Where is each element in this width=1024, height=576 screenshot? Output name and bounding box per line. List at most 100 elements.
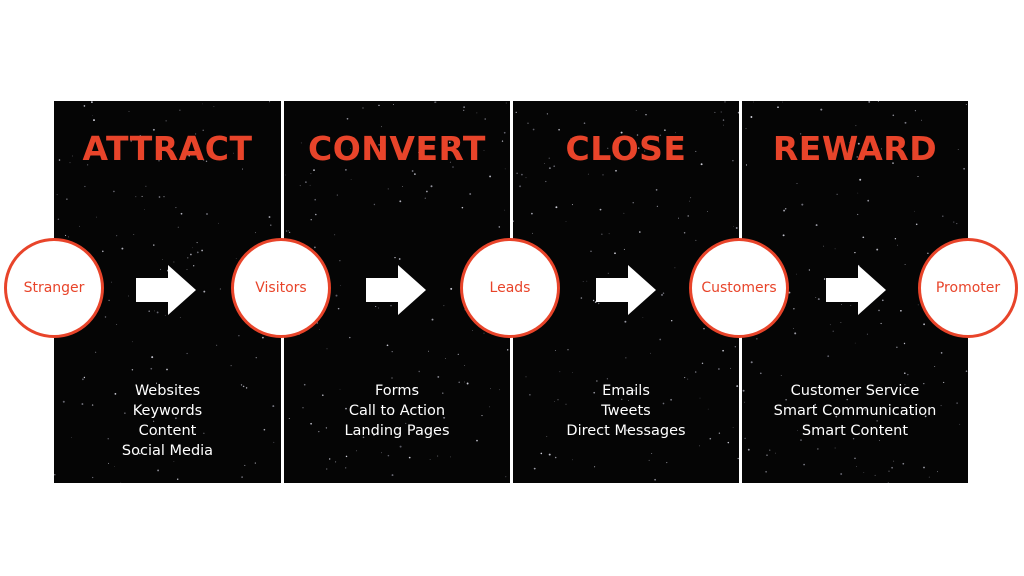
star-dot <box>131 369 134 371</box>
star-dot <box>907 373 909 376</box>
star-dot <box>823 245 825 247</box>
star-dot <box>62 400 65 403</box>
star-dot <box>82 378 84 381</box>
star-dot <box>921 119 922 121</box>
star-dot <box>784 208 787 210</box>
star-dot <box>121 247 124 250</box>
star-dot <box>903 372 906 375</box>
star-dot <box>138 452 141 455</box>
star-dot <box>310 219 312 221</box>
star-dot <box>699 445 700 447</box>
star-dot <box>58 159 61 161</box>
star-dot <box>888 470 890 472</box>
star-dot <box>238 335 240 337</box>
star-dot <box>326 468 328 470</box>
star-dot <box>165 120 167 122</box>
star-dot <box>244 464 246 466</box>
star-dot <box>644 150 646 152</box>
star-dot <box>152 420 155 422</box>
star-dot <box>356 450 358 452</box>
star-dot <box>504 209 506 211</box>
star-dot <box>659 338 662 341</box>
node-visitors: Visitors <box>231 238 331 338</box>
star-dot <box>722 119 725 121</box>
star-dot <box>335 294 338 297</box>
star-dot <box>632 202 634 204</box>
star-dot <box>854 457 856 460</box>
star-dot <box>387 188 389 190</box>
star-dot <box>418 152 420 153</box>
star-dot <box>732 160 734 162</box>
star-dot <box>548 157 550 159</box>
star-dot <box>116 235 118 237</box>
star-dot <box>378 307 380 309</box>
star-dot <box>642 317 644 318</box>
star-dot <box>345 169 347 171</box>
star-dot <box>586 280 588 282</box>
star-dot <box>606 378 608 380</box>
star-dot <box>458 381 460 384</box>
star-dot <box>714 111 716 113</box>
star-dot <box>79 225 80 227</box>
star-dot <box>386 344 389 347</box>
star-dot <box>93 119 95 122</box>
star-dot <box>66 198 68 200</box>
star-dot <box>157 469 160 472</box>
star-dot <box>310 422 312 425</box>
star-dot <box>747 448 750 451</box>
star-dot <box>114 466 115 467</box>
star-dot <box>461 206 464 209</box>
star-dot <box>230 365 232 367</box>
star-dot <box>785 399 787 401</box>
star-dot <box>418 370 420 373</box>
star-dot <box>305 181 307 183</box>
star-dot <box>503 131 506 134</box>
star-dot <box>904 264 906 265</box>
star-dot <box>113 190 115 193</box>
star-dot <box>857 192 859 194</box>
star-dot <box>408 456 411 459</box>
star-dot <box>745 128 747 130</box>
star-dot <box>937 471 938 473</box>
star-dot <box>203 290 206 293</box>
star-dot <box>91 404 94 406</box>
star-dot <box>241 168 244 170</box>
star-dot <box>362 107 364 109</box>
star-dot <box>859 178 862 181</box>
star-dot <box>655 189 658 191</box>
star-dot <box>285 230 288 232</box>
node-customers: Customers <box>689 238 789 338</box>
star-dot <box>648 459 650 461</box>
star-dot <box>623 248 625 250</box>
star-dot <box>108 462 110 464</box>
star-dot <box>424 197 426 199</box>
star-dot <box>196 155 199 158</box>
star-dot <box>651 453 653 455</box>
star-dot <box>56 194 58 196</box>
star-dot <box>892 114 895 117</box>
star-dot <box>531 212 533 215</box>
star-dot <box>942 215 944 217</box>
star-dot <box>437 375 440 378</box>
star-dot <box>615 169 617 172</box>
star-dot <box>84 185 86 188</box>
star-dot <box>856 156 859 158</box>
star-dot <box>775 452 777 454</box>
star-dot <box>734 346 736 348</box>
star-dot <box>318 431 320 433</box>
star-dot <box>753 101 754 103</box>
star-dot <box>627 391 629 393</box>
star-dot <box>893 460 895 462</box>
star-dot <box>664 129 666 131</box>
star-dot <box>626 429 628 432</box>
star-dot <box>426 190 428 193</box>
star-dot <box>857 213 859 216</box>
star-dot <box>176 478 179 480</box>
star-dot <box>525 376 527 378</box>
star-dot <box>645 114 647 116</box>
star-dot <box>216 344 218 346</box>
star-dot <box>820 108 823 111</box>
star-dot <box>111 281 112 283</box>
star-dot <box>797 430 798 431</box>
star-dot <box>339 388 341 390</box>
